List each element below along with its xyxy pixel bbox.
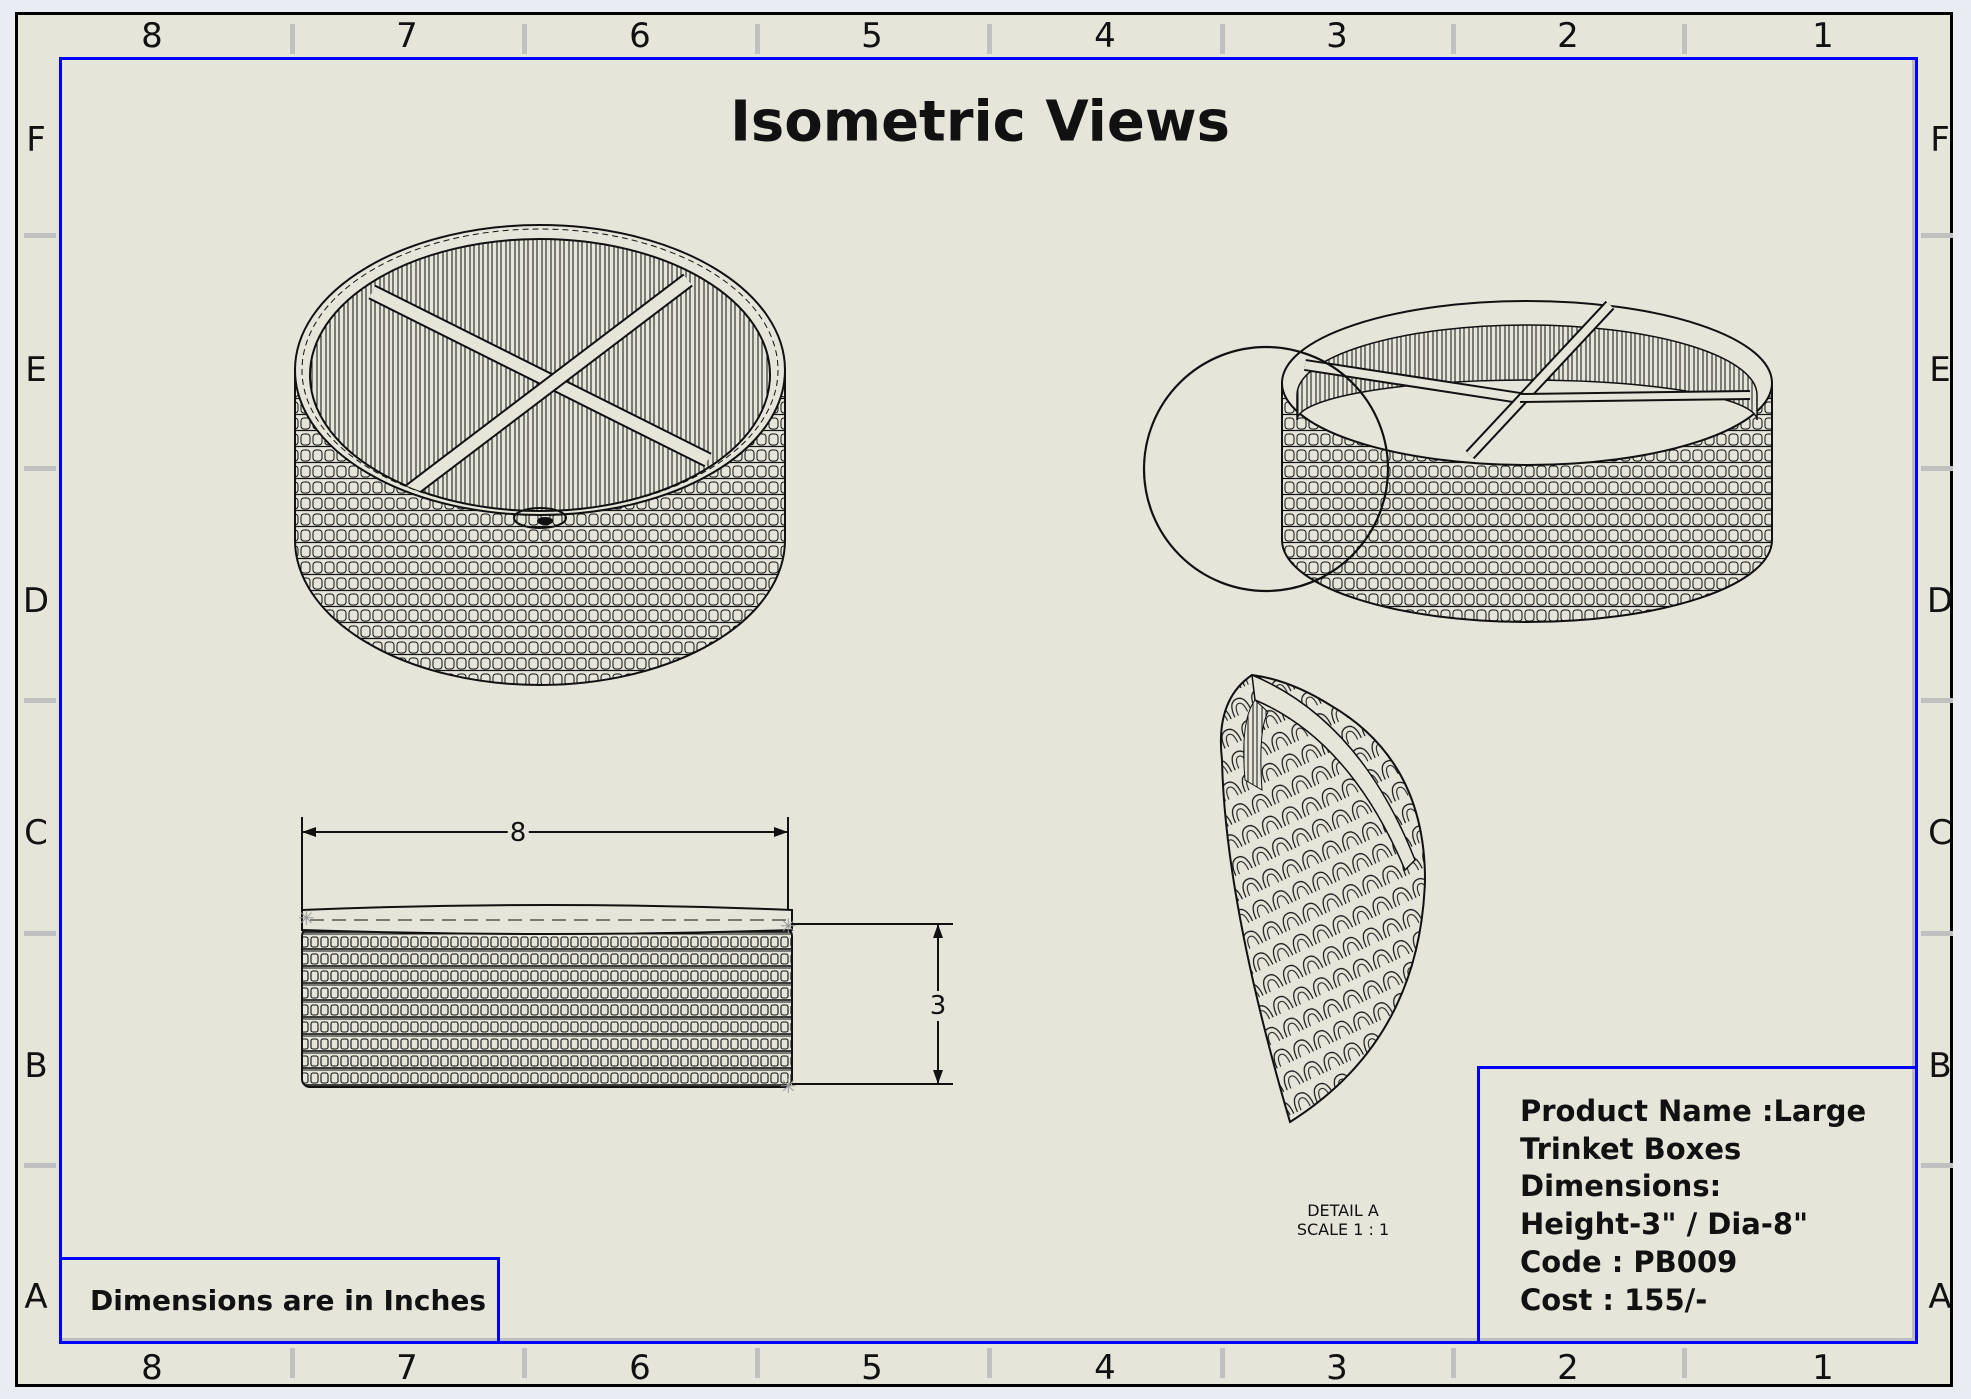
zone-row-label: A: [1928, 1277, 1952, 1317]
zone-col-label: 4: [1094, 16, 1116, 56]
title-block-line: Code : PB009: [1520, 1244, 1738, 1279]
title-block-line: Dimensions:: [1520, 1169, 1722, 1204]
zone-col-label: 1: [1812, 16, 1834, 56]
zone-col-label: 5: [861, 1348, 883, 1388]
zone-col-label: 6: [629, 1348, 651, 1388]
width-dimension-label: 8: [507, 818, 529, 848]
zone-row-label: E: [25, 350, 47, 390]
zone-col-label: 3: [1326, 1348, 1348, 1388]
detail-view-a: [1219, 673, 1427, 1124]
detail-scale: SCALE 1 : 1: [1296, 1220, 1390, 1239]
detail-circle: [1142, 345, 1390, 593]
zone-row-label: F: [1930, 120, 1950, 160]
title-block-line: Trinket Boxes: [1520, 1131, 1742, 1166]
drawing-border: [59, 57, 1918, 1344]
zone-col-label: 2: [1557, 16, 1579, 56]
isometric-view-top: [294, 224, 786, 686]
title-block-line: Product Name :Large: [1520, 1094, 1867, 1128]
drawing-title: Isometric Views: [730, 89, 1230, 155]
front-view: ✳ ✳ ✳: [298, 817, 953, 1098]
zone-row-label: D: [22, 581, 50, 621]
zone-col-label: 7: [396, 1348, 418, 1388]
zone-col-label: 8: [141, 16, 163, 56]
zone-row-label: D: [1926, 581, 1954, 621]
zone-col-label: 6: [629, 16, 651, 56]
units-note-text: Dimensions are in Inches: [90, 1284, 487, 1317]
svg-text:✳: ✳: [780, 914, 797, 938]
zone-row-label: C: [24, 813, 48, 853]
zone-col-label: 7: [396, 16, 418, 56]
zone-col-label: 2: [1557, 1348, 1579, 1388]
units-note: Dimensions are in Inches: [59, 1257, 500, 1344]
zone-row-label: C: [1928, 813, 1952, 853]
zone-col-label: 8: [141, 1348, 163, 1388]
zone-row-label: F: [26, 120, 46, 160]
zone-row-label: A: [24, 1277, 48, 1317]
svg-text:✳: ✳: [780, 1074, 797, 1098]
zone-col-label: 3: [1326, 16, 1348, 56]
zone-row-label: B: [1928, 1046, 1952, 1086]
title-block: Product Name :Large Trinket Boxes Dimens…: [1477, 1066, 1918, 1344]
svg-text:✳: ✳: [298, 906, 315, 930]
title-block-line: Cost : 155/-: [1520, 1282, 1708, 1317]
zone-row-label: B: [24, 1046, 48, 1086]
detail-caption: DETAIL A SCALE 1 : 1: [1297, 1201, 1389, 1239]
height-dimension-label: 3: [927, 991, 949, 1021]
drawing-sheet: [15, 12, 1953, 1387]
isometric-view-side: [1142, 300, 1773, 623]
zone-col-label: 4: [1094, 1348, 1116, 1388]
detail-label: DETAIL A: [1307, 1201, 1379, 1220]
zone-col-label: 5: [861, 16, 883, 56]
zone-col-label: 1: [1812, 1348, 1834, 1388]
title-block-line: Height-3" / Dia-8": [1520, 1207, 1809, 1242]
zone-row-label: E: [1929, 350, 1951, 390]
